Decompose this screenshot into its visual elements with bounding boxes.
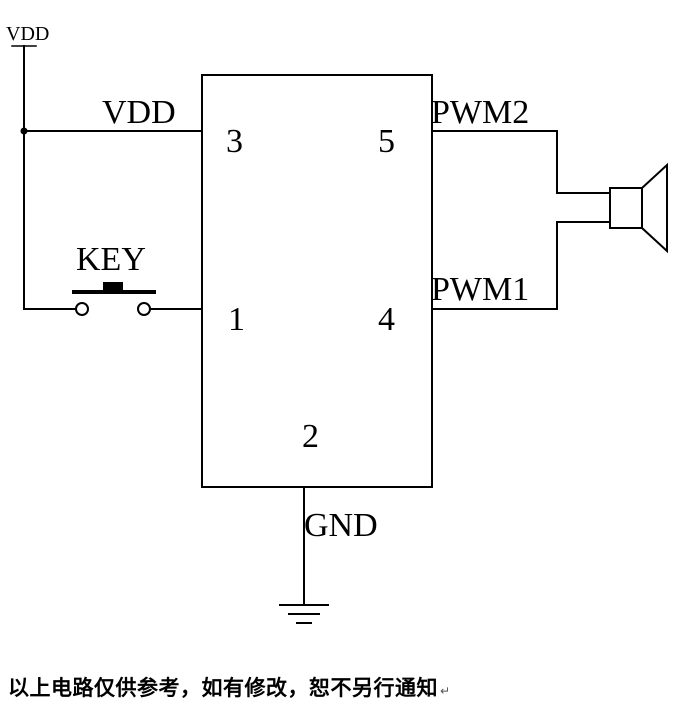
speaker-icon	[609, 162, 668, 254]
key-left-contact	[75, 302, 89, 316]
vdd-net-label: VDD	[102, 94, 176, 131]
pin2-number: 2	[302, 418, 319, 455]
key-right-contact	[137, 302, 151, 316]
pwm1-wire	[431, 221, 611, 310]
disclaimer-note: 以上电路仅供参考，如有修改，恕不另行通知↵	[8, 672, 451, 702]
paragraph-return-icon: ↵	[440, 684, 451, 698]
pwm2-label: PWM2	[431, 94, 529, 131]
speaker-body	[609, 187, 643, 229]
ground-icon	[279, 604, 329, 624]
pin1-number: 1	[228, 301, 245, 338]
disclaimer-text: 以上电路仅供参考，如有修改，恕不另行通知	[8, 676, 438, 700]
pin3-number: 3	[226, 123, 243, 160]
key-push-button	[103, 282, 123, 292]
vdd-rail-label: VDD	[6, 23, 49, 45]
pin5-number: 5	[378, 123, 395, 160]
pwm2-wire	[431, 130, 611, 194]
key-label: KEY	[76, 241, 146, 278]
gnd-label: GND	[304, 507, 378, 544]
ic-body	[201, 74, 433, 488]
pin4-number: 4	[378, 301, 395, 338]
pwm1-label: PWM1	[431, 271, 529, 308]
speaker-cone	[641, 162, 668, 254]
